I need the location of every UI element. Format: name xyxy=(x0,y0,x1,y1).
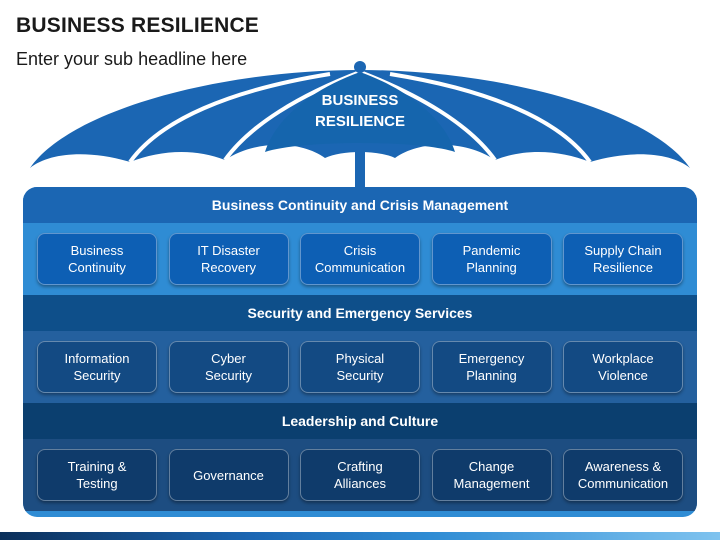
card-line: Planning xyxy=(466,368,517,383)
card-training-testing: Training & Testing xyxy=(37,449,157,501)
section-header: Business Continuity and Crisis Managemen… xyxy=(23,187,697,223)
section-header: Leadership and Culture xyxy=(23,403,697,439)
page-subtitle: Enter your sub headline here xyxy=(16,49,248,69)
card-line: Training & xyxy=(67,459,127,474)
card-line: Cyber xyxy=(211,351,246,366)
card-line: Resilience xyxy=(593,260,653,275)
resilience-panel: Business Continuity and Crisis Managemen… xyxy=(23,187,697,517)
footer-accent-bar xyxy=(0,532,720,540)
card-line: Communication xyxy=(577,476,669,491)
card-line: Security xyxy=(336,368,384,383)
umbrella-label: BUSINESS RESILIENCE xyxy=(290,90,430,132)
umbrella-rib xyxy=(389,72,592,164)
card-line: IT Disaster xyxy=(197,243,260,258)
umbrella-rib xyxy=(223,70,361,162)
card-line: Planning xyxy=(466,260,517,275)
card-line: Workplace xyxy=(592,351,654,366)
card-line: Pandemic xyxy=(462,243,521,258)
umbrella-rib xyxy=(128,72,331,164)
card-line: Communication xyxy=(314,260,406,275)
card-line: Recovery xyxy=(201,260,256,275)
umbrella-rib xyxy=(359,70,497,162)
umbrella-label-line2: RESILIENCE xyxy=(314,113,405,130)
umbrella-shaft xyxy=(355,150,365,190)
card-line: Physical xyxy=(335,351,385,366)
umbrella-center-panel xyxy=(265,72,455,152)
section-header: Security and Emergency Services xyxy=(23,295,697,331)
umbrella-graphic xyxy=(30,61,690,190)
card-line: Emergency xyxy=(458,351,525,366)
card-line: Testing xyxy=(76,476,118,491)
card-line: Management xyxy=(453,476,530,491)
card-line: Awareness & xyxy=(584,459,662,474)
card-line: Alliances xyxy=(333,476,387,491)
card-awareness-communication: Awareness & Communication xyxy=(563,449,683,501)
card-line: Governance xyxy=(193,467,264,483)
card-line: Crafting xyxy=(337,459,383,474)
card-line: Violence xyxy=(598,368,648,383)
page-title: BUSINESS RESILIENCE xyxy=(16,14,260,37)
card-line: Supply Chain xyxy=(584,243,662,258)
card-line: Information xyxy=(64,351,130,366)
card-governance: Governance xyxy=(168,449,289,501)
card-line: Continuity xyxy=(68,260,126,275)
section-security: Security and Emergency Services Informat… xyxy=(23,295,697,403)
card-line: Crisis xyxy=(343,243,377,258)
section-leadership: Leadership and Culture Training & Testing… xyxy=(23,403,697,511)
section-continuity: Business Continuity and Crisis Managemen… xyxy=(23,187,697,295)
card-line: Business xyxy=(70,243,124,258)
umbrella-tip xyxy=(354,61,366,73)
umbrella-label-line1: BUSINESS xyxy=(321,92,399,109)
card-line: Security xyxy=(205,368,252,383)
card-line: Security xyxy=(73,368,121,383)
card-line: Change xyxy=(468,459,515,474)
